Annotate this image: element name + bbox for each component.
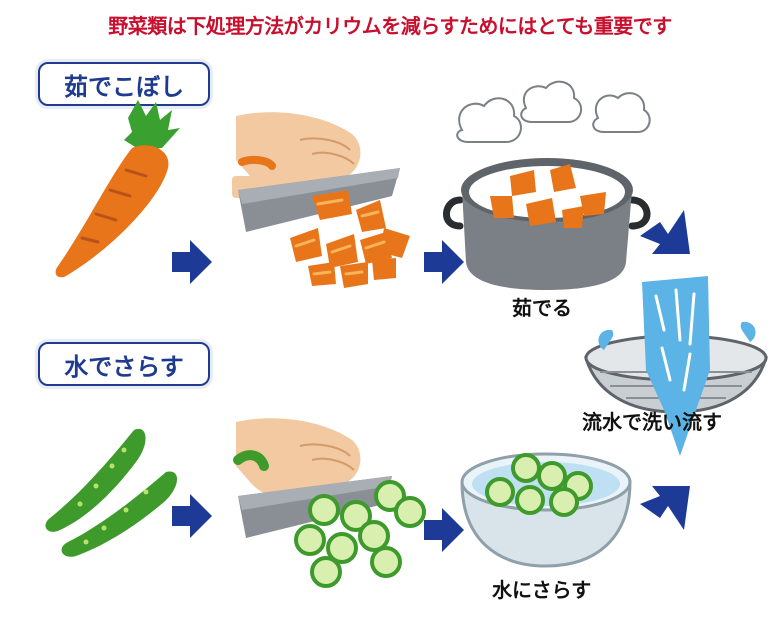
- carrot-pieces-icon: [290, 190, 410, 288]
- arrow-icon: [424, 508, 464, 552]
- cucumber-slices-icon: [294, 480, 426, 588]
- arrow-icon: [172, 494, 212, 538]
- page-title: 野菜類は下処理方法がカリウムを減らすためにはとても重要です: [108, 14, 672, 38]
- badge-soak: 水でさらす: [38, 342, 210, 386]
- carrot-icon: [55, 100, 180, 278]
- arrow-icon: [640, 486, 690, 530]
- running-water-icon: [598, 276, 756, 456]
- arrow-icon: [172, 240, 212, 284]
- arrow-icon: [640, 210, 690, 254]
- step-label-boil: 茹でる: [512, 296, 572, 320]
- pot-icon: [443, 158, 651, 290]
- step-label-rinse: 流水で洗い流す: [582, 410, 722, 434]
- bowl-icon: [460, 452, 632, 568]
- cucumber-icon: [45, 428, 178, 557]
- badge-boil: 茹でこぼし: [38, 62, 210, 106]
- badge-soak-text: 水でさらす: [64, 352, 184, 381]
- arrow-icon: [424, 240, 464, 284]
- steam-icon: [456, 80, 651, 143]
- step-label-soak: 水にさらす: [492, 578, 592, 602]
- badge-boil-text: 茹でこぼし: [64, 72, 184, 101]
